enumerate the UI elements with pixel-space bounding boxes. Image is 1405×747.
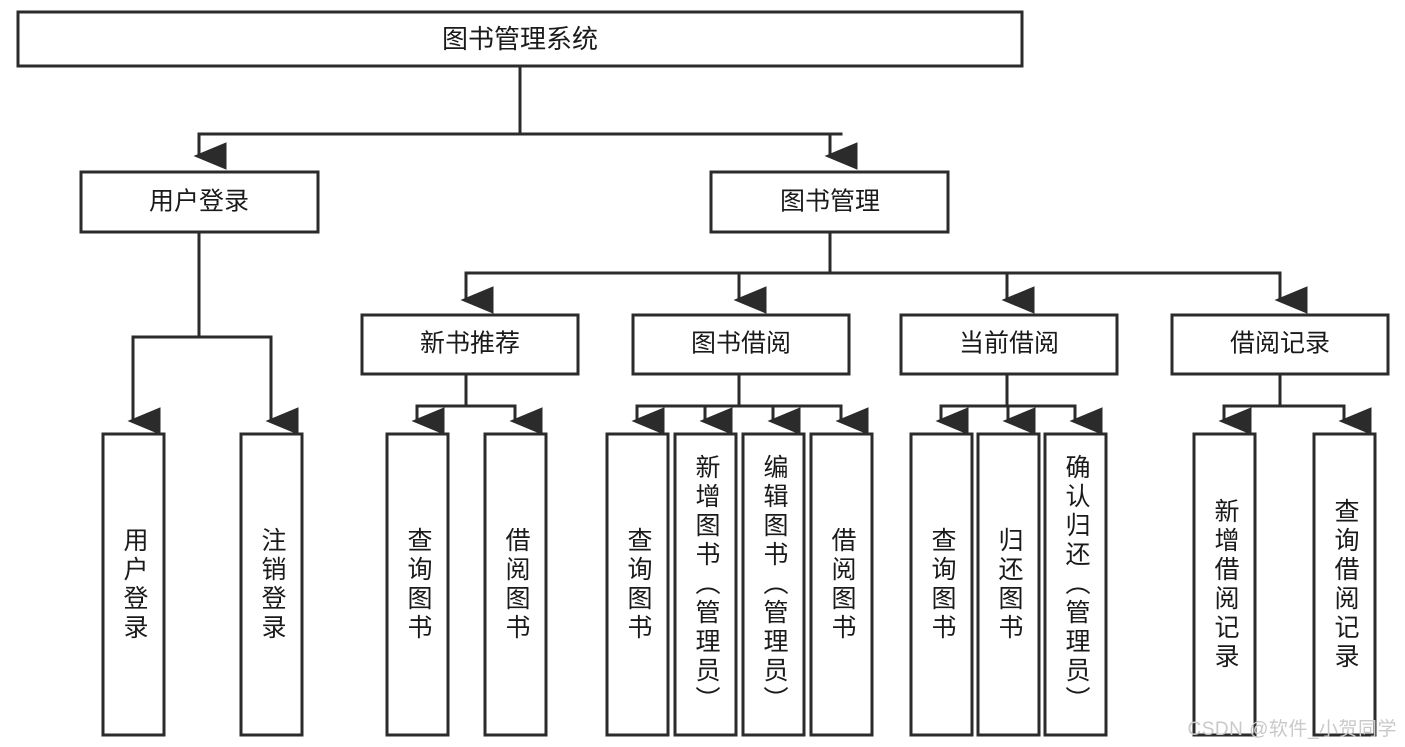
node-leaf-query-book-3[interactable] (909, 432, 974, 737)
node-new-book-recommend[interactable]: 新书推荐 (360, 313, 580, 376)
node-leaf-add-book[interactable] (673, 432, 738, 737)
node-current-borrow-label: 当前借阅 (959, 330, 1059, 358)
node-leaf-query-book-1[interactable] (385, 432, 450, 737)
connector-group-current-borrow (935, 372, 1103, 435)
connector-group-root (193, 64, 858, 170)
node-borrow-record-label: 借阅记录 (1230, 330, 1330, 358)
node-book-manage[interactable]: 图书管理 (709, 170, 950, 234)
node-current-borrow[interactable]: 当前借阅 (899, 313, 1119, 376)
watermark-text: CSDN @软件_小贺同学 (1187, 719, 1397, 740)
node-leaf-borrow-book-2[interactable] (809, 432, 874, 737)
connector-group-book-manage (460, 230, 1308, 314)
node-borrow-record[interactable]: 借阅记录 (1170, 313, 1390, 376)
node-leaf-return-book[interactable] (976, 432, 1041, 737)
node-book-borrow[interactable]: 图书借阅 (631, 313, 851, 376)
node-user-login[interactable]: 用户登录 (79, 170, 320, 234)
node-root-label: 图书管理系统 (442, 24, 598, 54)
node-leaf-confirm-return[interactable] (1043, 432, 1108, 737)
node-book-manage-label: 图书管理 (780, 188, 880, 216)
node-leaf-edit-book[interactable] (741, 432, 806, 737)
node-leaf-query-record[interactable] (1312, 432, 1377, 737)
node-leaf-borrow-book-1[interactable] (483, 432, 548, 737)
node-leaf-user-login[interactable] (101, 432, 166, 737)
node-book-borrow-label: 图书借阅 (691, 330, 791, 358)
node-leaf-query-book-2[interactable] (605, 432, 670, 737)
connector-group-new-book-recommend (411, 372, 543, 435)
node-new-book-recommend-label: 新书推荐 (420, 330, 520, 358)
connector-group-book-borrow (631, 372, 869, 435)
node-root[interactable]: 图书管理系统 (16, 10, 1024, 68)
node-leaf-logout-login[interactable] (239, 432, 304, 737)
node-leaf-add-record[interactable] (1192, 432, 1257, 737)
node-user-login-label: 用户登录 (149, 188, 249, 216)
connector-group-borrow-record (1218, 372, 1372, 435)
connector-group-user-login (127, 230, 299, 435)
